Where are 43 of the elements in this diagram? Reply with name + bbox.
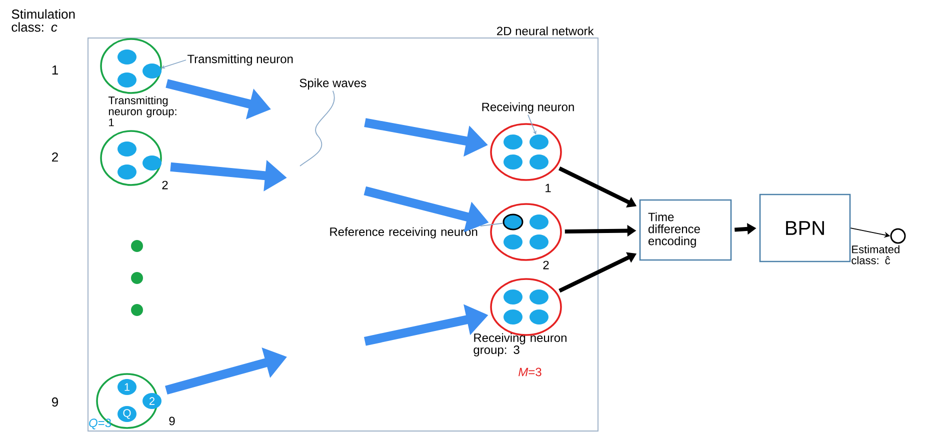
neuron-dot [118,142,136,156]
class-number: 2 [52,152,58,162]
neuron-dot [504,154,522,170]
group-label: 2 [162,180,168,190]
leader-line [300,90,335,166]
group-label: 2 [543,260,549,270]
neuron-dot [142,156,162,170]
neuron-dot [530,310,548,324]
process-box: Time difference encoding [639,199,732,261]
neuron-dot [118,72,136,88]
process-box: BPN [759,194,851,262]
node-label: 2D neural network [497,26,594,36]
neuron-dot [504,310,522,324]
group-label: Estimated class: ĉ [852,245,900,264]
parameter-label: Q=3 [89,418,111,430]
neuron-dot [118,164,136,180]
neuron-dot [504,290,522,304]
neuron-dot [504,234,522,250]
group-label: Receiving neuron group: 3 [474,333,566,356]
class-number: 9 [52,397,58,407]
numbered-neuron: 2 [142,393,162,409]
neuron-dot [142,64,162,78]
leader-line [480,222,504,226]
callout-text: Receiving neuron [482,102,574,114]
class-number: 1 [52,66,58,74]
neuron-dot [504,134,522,150]
group-label: Transmitting neuron group: 1 [108,96,176,126]
group-label: 9 [169,416,175,426]
neuron-dot [530,214,548,230]
numbered-neuron: 1 [118,379,136,395]
neuron-dot [118,50,136,64]
axis-title: Stimulation class: c [12,9,75,32]
neuron-dot [530,134,548,150]
neuron-dot [502,214,524,230]
callout-text: Spike waves [300,78,366,90]
neuron-dot [530,234,548,250]
neuron-dot [530,154,548,170]
neuron-dot [530,290,548,304]
callout-text: Transmitting neuron [187,54,293,66]
parameter-label: M=3 [518,368,542,376]
numbered-neuron: Q [118,406,136,422]
callout-text: Reference receiving neuron [330,227,478,238]
group-label: 1 [546,184,551,192]
